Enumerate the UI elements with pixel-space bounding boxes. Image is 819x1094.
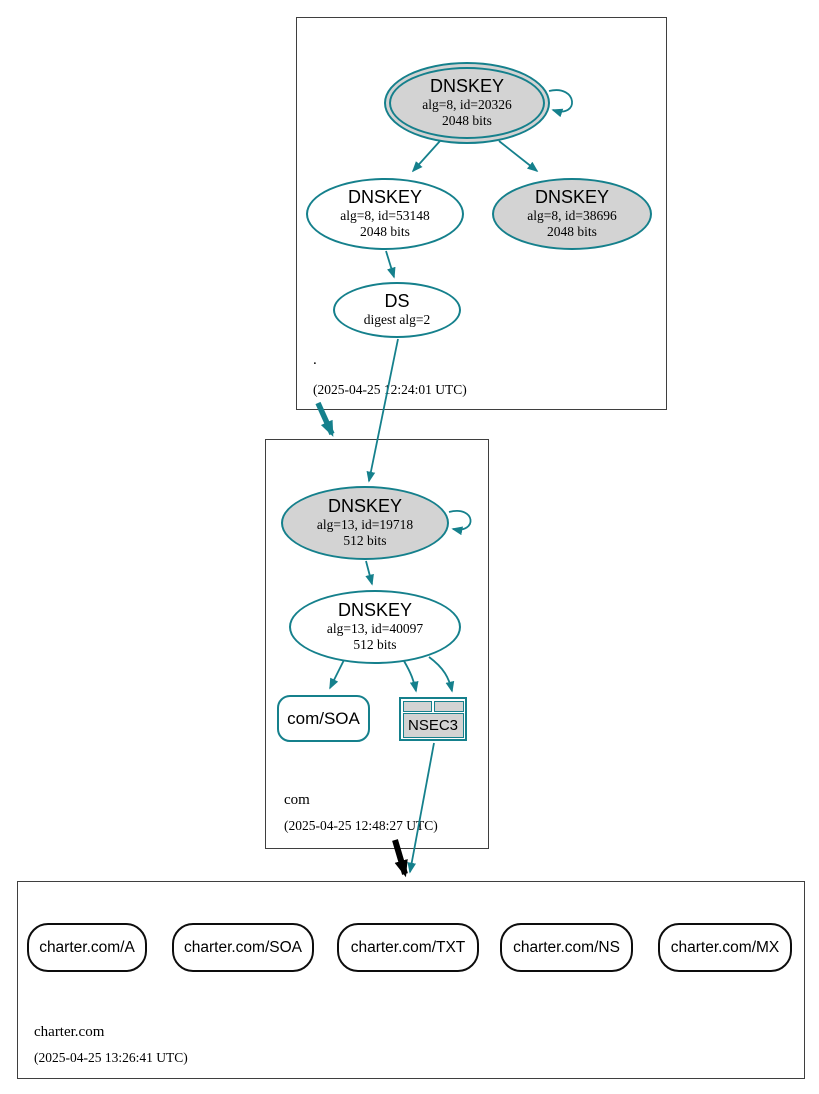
node-detail: 512 bits <box>343 532 387 548</box>
node-com-soa: com/SOA <box>277 695 370 742</box>
node-charter-txt: charter.com/TXT <box>337 923 479 972</box>
zone-timestamp-charter: (2025-04-25 13:26:41 UTC) <box>34 1050 188 1065</box>
node-charter-mx: charter.com/MX <box>658 923 792 972</box>
node-root-zsk-dnskey: DNSKEY alg=8, id=53148 2048 bits <box>306 178 464 250</box>
node-title: DNSKEY <box>429 76 505 97</box>
node-root-dnskey-38696: DNSKEY alg=8, id=38696 2048 bits <box>492 178 652 250</box>
nsec3-cell-right <box>433 700 464 712</box>
node-charter-a: charter.com/A <box>27 923 147 972</box>
nsec3-label: NSEC3 <box>402 713 464 738</box>
node-detail: alg=13, id=19718 <box>316 516 414 532</box>
node-title: DNSKEY <box>534 187 610 208</box>
node-com-ksk-dnskey: DNSKEY alg=13, id=19718 512 bits <box>281 486 449 560</box>
zone-label-com: com <box>284 792 310 808</box>
node-nsec3: NSEC3 <box>399 697 467 741</box>
node-detail: alg=13, id=40097 <box>326 620 424 636</box>
node-com-zsk-dnskey: DNSKEY alg=13, id=40097 512 bits <box>289 590 461 664</box>
node-detail: alg=8, id=38696 <box>527 207 617 223</box>
node-root-ds: DS digest alg=2 <box>333 282 461 338</box>
node-root-ksk-dnskey: DNSKEY alg=8, id=20326 2048 bits <box>384 62 550 144</box>
node-title: DNSKEY <box>337 600 413 621</box>
zone-box-com: com (2025-04-25 12:48:27 UTC) <box>265 439 489 849</box>
node-detail: 2048 bits <box>442 112 492 128</box>
node-title: DNSKEY <box>327 496 403 517</box>
node-detail: alg=8, id=53148 <box>340 207 430 223</box>
node-detail: digest alg=2 <box>363 311 431 327</box>
nsec3-header-row <box>402 700 464 712</box>
nsec3-cell-left <box>402 700 433 712</box>
node-title: DS <box>384 291 410 312</box>
node-title: DNSKEY <box>347 187 423 208</box>
zone-box-charter: charter.com (2025-04-25 13:26:41 UTC) <box>17 881 805 1079</box>
zone-timestamp-com: (2025-04-25 12:48:27 UTC) <box>284 818 438 833</box>
node-charter-soa: charter.com/SOA <box>172 923 314 972</box>
node-detail: 2048 bits <box>547 223 597 239</box>
node-detail: 2048 bits <box>360 223 410 239</box>
zone-label-root: . <box>313 352 317 368</box>
node-detail: alg=8, id=20326 <box>422 96 512 112</box>
node-detail: 512 bits <box>353 636 397 652</box>
zone-timestamp-root: (2025-04-25 12:24:01 UTC) <box>313 382 467 397</box>
zone-label-charter: charter.com <box>34 1024 105 1040</box>
node-charter-ns: charter.com/NS <box>500 923 633 972</box>
